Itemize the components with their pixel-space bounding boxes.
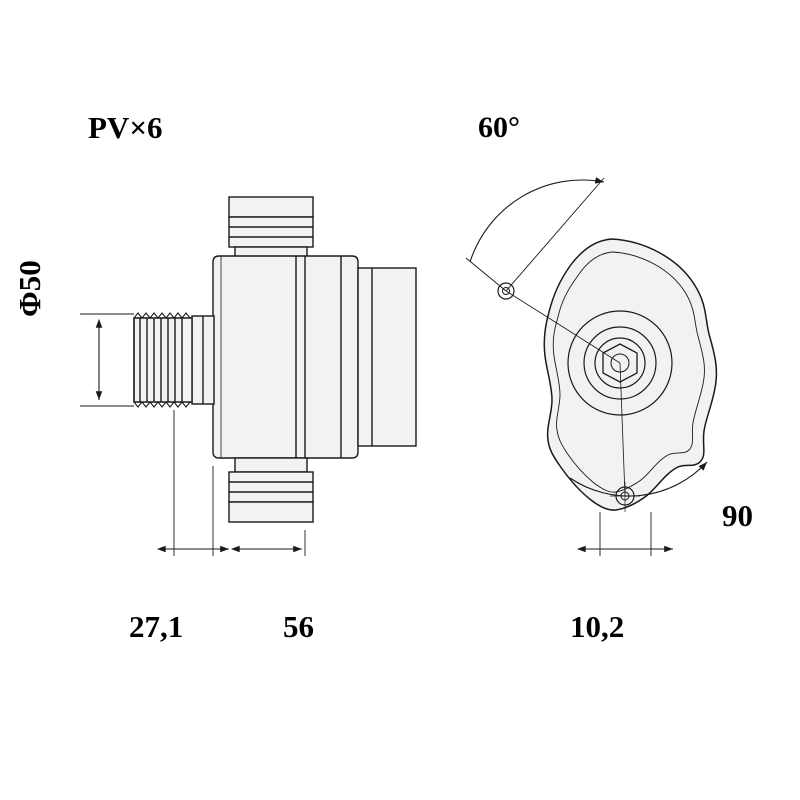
label-pulley-diameter: Φ50 bbox=[12, 260, 47, 317]
pulley bbox=[133, 312, 193, 408]
label-dim-10-2: 10,2 bbox=[570, 609, 625, 644]
label-mount-angle-90: 90 bbox=[722, 498, 753, 533]
top-boss bbox=[228, 196, 314, 262]
label-pulley-grooves: PV×6 bbox=[88, 110, 163, 145]
side-view-group bbox=[133, 196, 417, 523]
label-dim-56: 56 bbox=[283, 609, 314, 644]
bottom-boss bbox=[228, 457, 314, 523]
main-housing bbox=[212, 255, 359, 459]
end-view-group bbox=[497, 238, 718, 512]
front-collar bbox=[191, 315, 215, 405]
label-angle-60: 60° bbox=[478, 111, 520, 144]
rear-cover bbox=[357, 267, 417, 447]
side-view-dimensions bbox=[80, 313, 306, 556]
end-view-dimensions bbox=[465, 177, 708, 556]
label-dim-27-1: 27,1 bbox=[129, 609, 184, 644]
